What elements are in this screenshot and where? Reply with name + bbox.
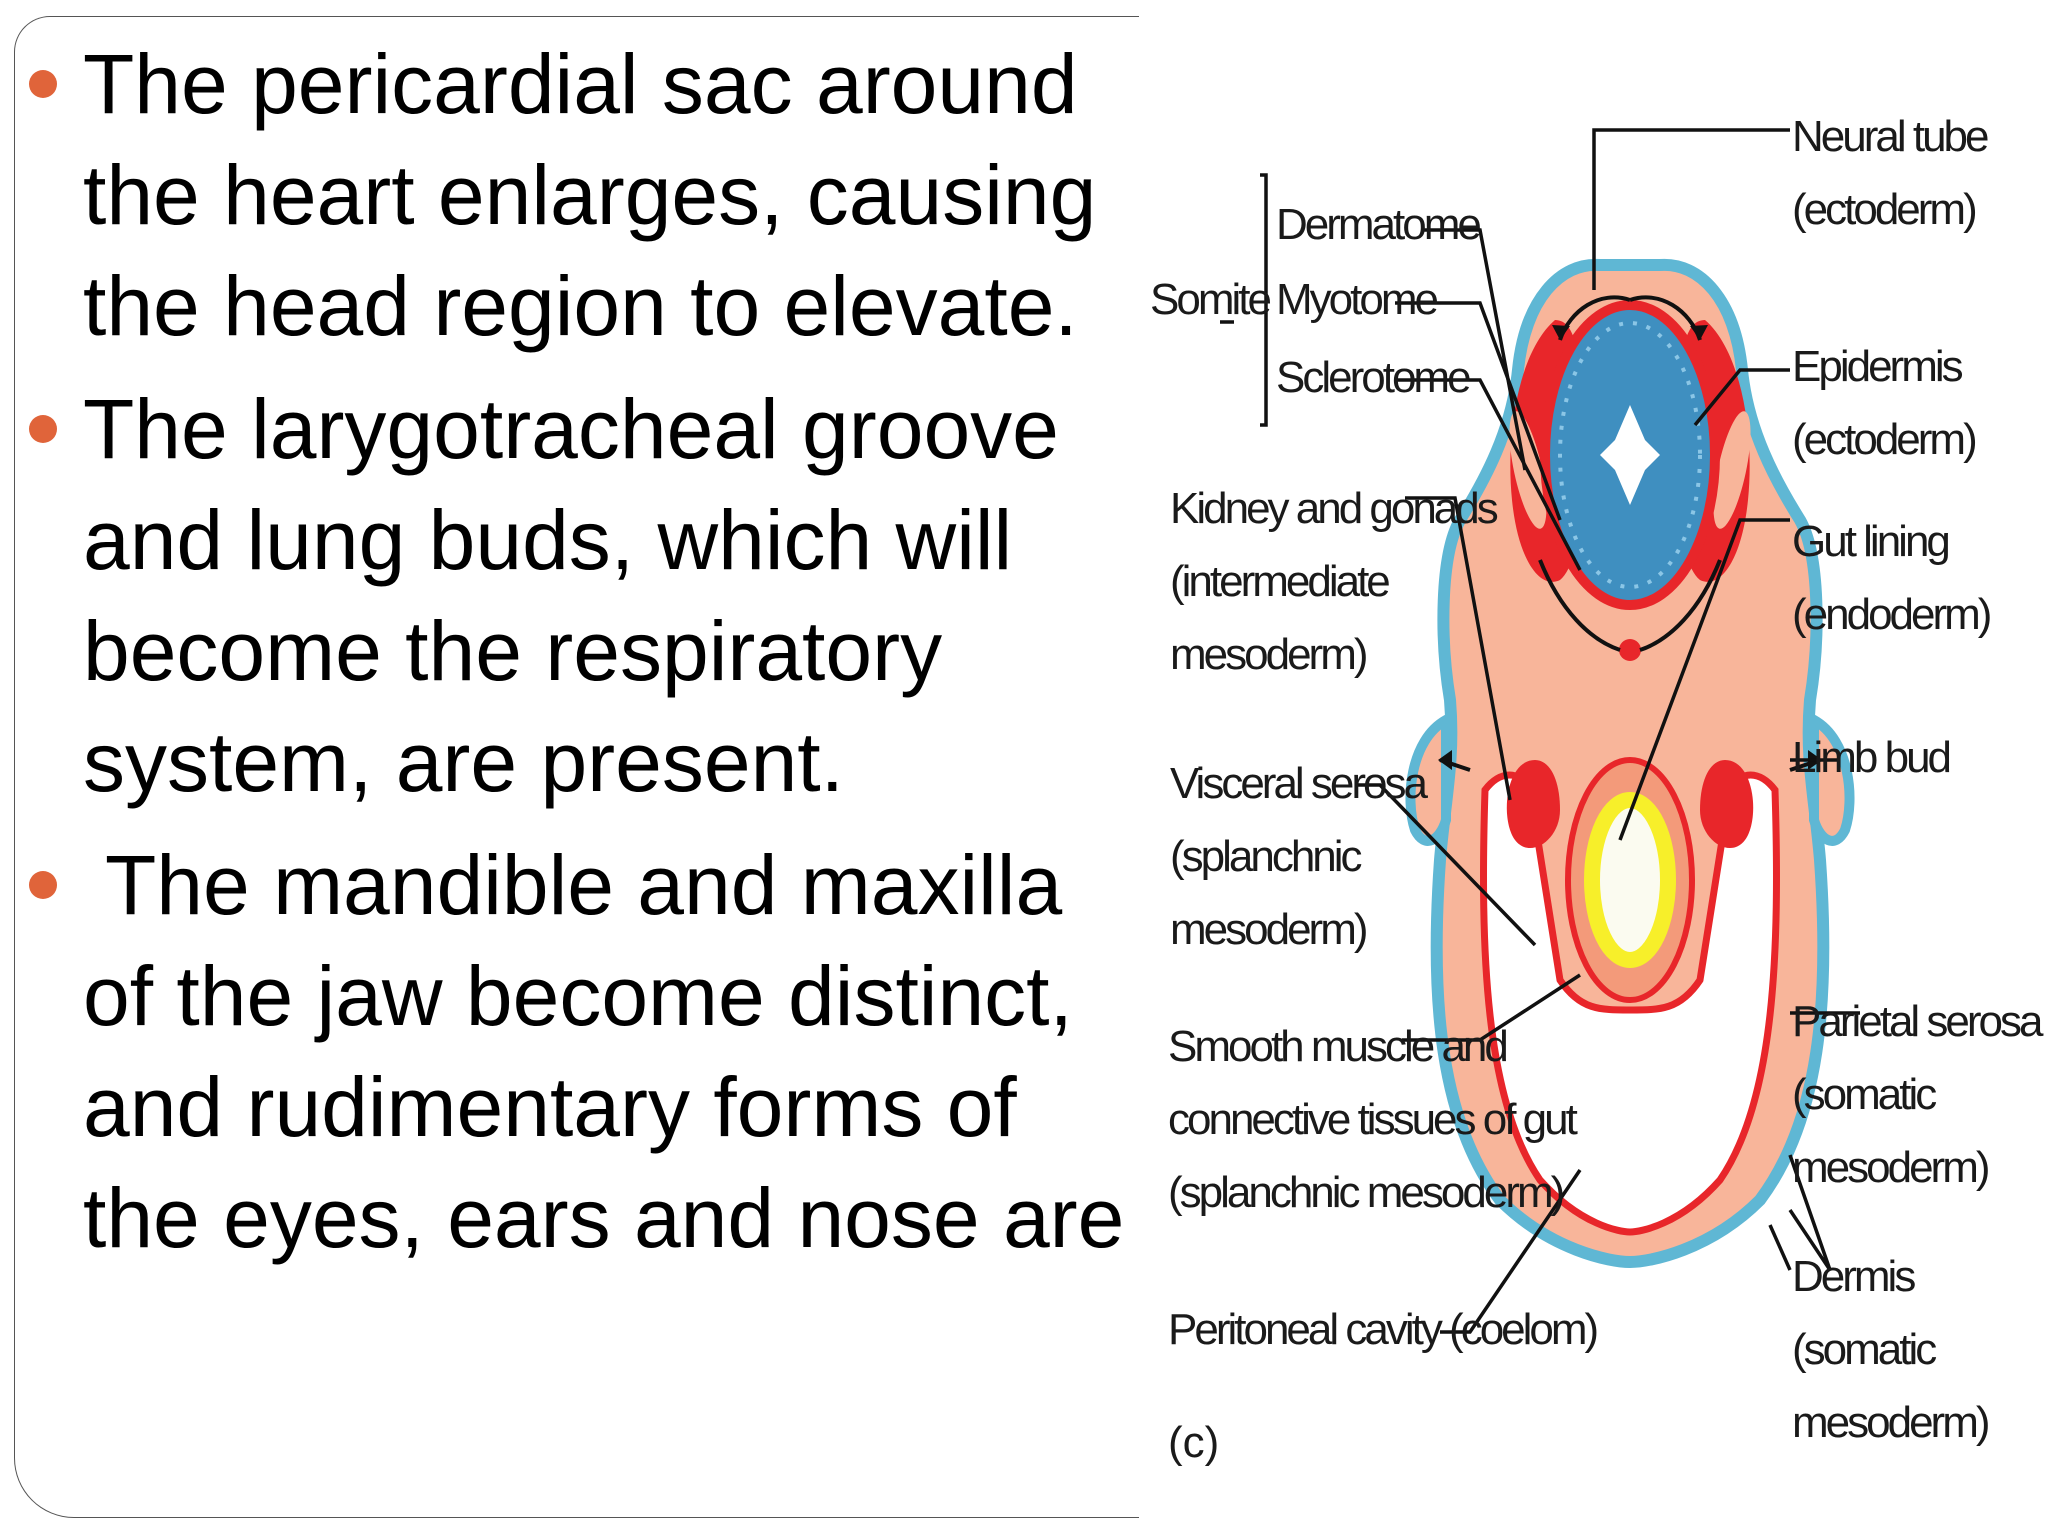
label-myotome: Myotome <box>1276 275 1439 324</box>
diagram-svg <box>1220 128 1860 1334</box>
label-sclerotome: Sclerotome <box>1276 353 1472 402</box>
label-kidney-gonads: Kidney and gonads (intermediate mesoderm… <box>1170 484 1499 679</box>
bullet-dot-icon <box>29 871 57 899</box>
label-limb-bud: Limb bud <box>1792 733 1952 782</box>
coelom-cavity <box>1480 771 1780 1236</box>
label-gut-lining: Gut lining (endoderm) <box>1792 517 1992 639</box>
dermatome-right <box>1713 411 1751 529</box>
bullet-list: The pericardial sac around the heart enl… <box>15 17 1139 1274</box>
label-dermis: Dermis (somatic mesoderm) <box>1792 1252 1990 1447</box>
label-somite: Somite <box>1150 275 1272 324</box>
gut-lining <box>1584 792 1676 968</box>
bullet-item: The pericardial sac around the heart enl… <box>15 29 1139 362</box>
label-epidermis: Epidermis (ectoderm) <box>1792 342 1978 464</box>
label-parietal-serosa: Parietal serosa (somatic mesoderm) <box>1792 997 2043 1192</box>
label-peritoneal-cavity: Peritoneal cavity (coelom) <box>1168 1305 1599 1354</box>
bullet-item: The mandible and maxilla of the jaw beco… <box>15 830 1139 1274</box>
bullet-item: The larygotracheal groove and lung buds,… <box>15 374 1139 818</box>
label-panel-letter: (c) <box>1168 1418 1220 1467</box>
notochord <box>1619 639 1641 661</box>
text-panel: The pericardial sac around the heart enl… <box>14 16 1139 1518</box>
leader-lines <box>1220 128 1860 1334</box>
neural-canal <box>1600 405 1660 505</box>
intermediate-mesoderm-right <box>1700 760 1754 849</box>
limb-bud-left <box>1405 711 1451 846</box>
bullet-dot-icon <box>29 415 57 443</box>
label-visceral-serosa: Visceral serosa (splanchnic mesoderm) <box>1170 759 1428 954</box>
label-smooth-muscle: Smooth muscle and connective tissues of … <box>1168 1022 1578 1217</box>
label-dermatome: Dermatome <box>1276 200 1482 249</box>
intermediate-mesoderm-left <box>1506 760 1560 849</box>
bullet-text: The larygotracheal groove and lung buds,… <box>83 382 1059 809</box>
limb-bud-right <box>1809 711 1855 846</box>
bullet-text: The mandible and maxilla of the jaw beco… <box>83 838 1125 1265</box>
neural-tube-stripes <box>1558 321 1702 589</box>
embryo-cross-section-diagram: Somite Dermatome Myotome Sclerotome Kidn… <box>1140 0 2048 1536</box>
bullet-dot-icon <box>29 70 57 98</box>
label-neural-tube: Neural tube (ectoderm) <box>1792 112 1989 234</box>
bullet-text: The pericardial sac around the heart enl… <box>83 37 1097 353</box>
